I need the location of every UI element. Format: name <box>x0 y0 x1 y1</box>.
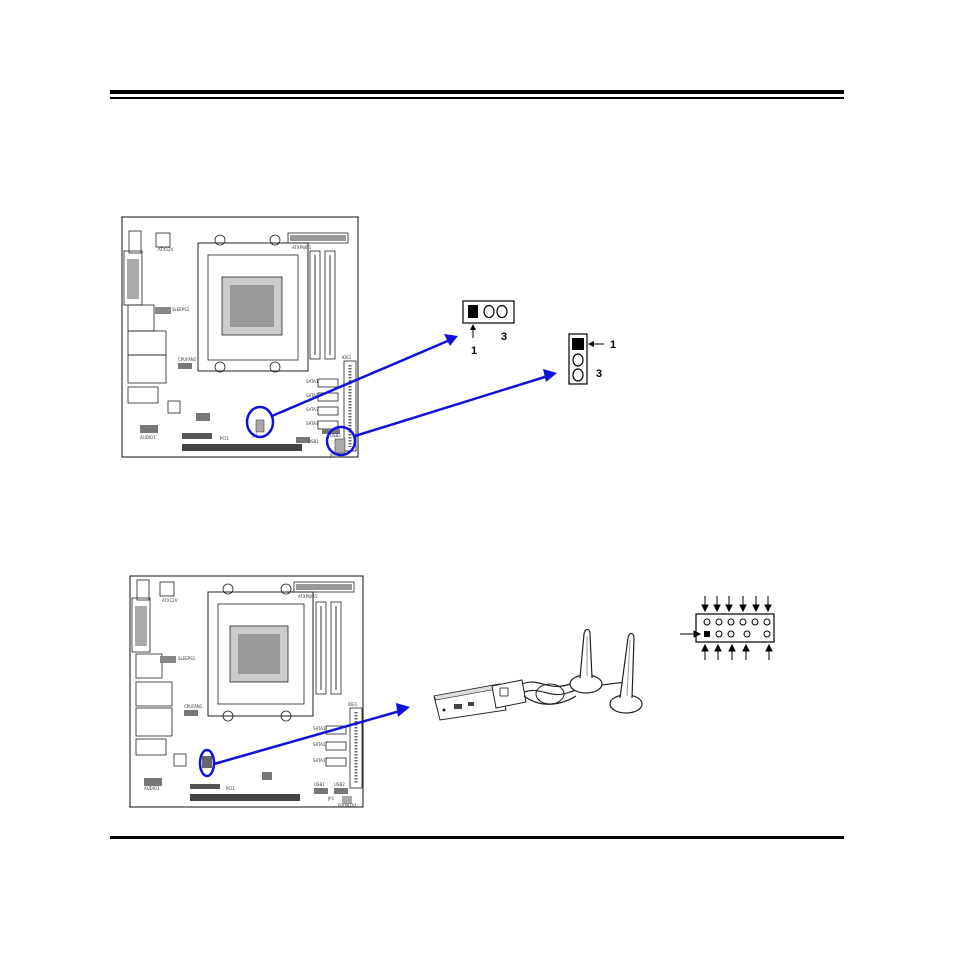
header-rule-thin <box>110 97 844 99</box>
jumper-v-pin3-label: 3 <box>596 368 603 380</box>
jumper-3pin-vertical-icon <box>568 333 604 385</box>
header-2x6-pinout-icon <box>680 596 775 660</box>
footer-rule <box>110 836 844 839</box>
svg-text:AUDIO1: AUDIO1 <box>144 786 160 791</box>
jumper-3pin-horizontal-icon <box>462 300 515 338</box>
svg-text:SATA2: SATA2 <box>306 393 319 398</box>
svg-text:SATA4: SATA4 <box>306 421 319 426</box>
svg-text:USB2: USB2 <box>334 782 345 787</box>
jumper-h-pin3-label: 3 <box>501 331 508 343</box>
svg-text:JP1: JP1 <box>327 796 335 801</box>
svg-text:SATA1: SATA1 <box>306 379 319 384</box>
arrowhead-jp2 <box>543 369 557 382</box>
svg-text:ATX12V: ATX12V <box>158 247 174 252</box>
svg-text:SATA1: SATA1 <box>313 726 326 731</box>
motherboard-diagram-top: ATXPWR1 ATX12V SLEEPS1 CPUFAN1 SATA1 SAT… <box>121 216 359 458</box>
svg-text:PCI1: PCI1 <box>220 436 229 441</box>
svg-text:SLEEPS1: SLEEPS1 <box>178 656 196 661</box>
svg-text:PCI1: PCI1 <box>226 786 235 791</box>
svg-text:SATA3: SATA3 <box>313 758 326 763</box>
arrowhead-wifi <box>396 703 410 717</box>
callout-circle-jp1 <box>245 405 275 439</box>
svg-text:USB2: USB2 <box>330 433 341 438</box>
jumper-h-pin1-label: 1 <box>471 345 478 357</box>
motherboard-diagram-bottom: ATXPWR1 ATX12V SLEEPS1 CPUFAN1 SATA1 SAT… <box>129 575 364 808</box>
svg-text:SATA3: SATA3 <box>306 407 319 412</box>
svg-text:ATXPWR1: ATXPWR1 <box>298 594 318 599</box>
svg-text:SLEEPS1: SLEEPS1 <box>172 307 190 312</box>
callout-circle-jp2 <box>325 425 357 457</box>
svg-text:USB1: USB1 <box>314 782 325 787</box>
arrowhead-jp1 <box>444 334 458 346</box>
svg-text:IDE1: IDE1 <box>348 702 358 707</box>
svg-text:SATA2: SATA2 <box>313 742 326 747</box>
svg-text:CPUFAN1: CPUFAN1 <box>184 704 203 709</box>
svg-text:USB1: USB1 <box>308 439 319 444</box>
callout-circle-wifi-header <box>198 748 216 778</box>
svg-text:CPUFAN1: CPUFAN1 <box>178 357 197 362</box>
wireless-module-with-antennas-icon <box>433 628 643 721</box>
svg-text:JP2: JP2 <box>329 453 337 458</box>
svg-text:FRONTA1: FRONTA1 <box>338 803 357 808</box>
jumper-v-pin1-label: 1 <box>610 339 617 351</box>
svg-text:ATXPWR1: ATXPWR1 <box>292 245 312 250</box>
svg-text:ATX12V: ATX12V <box>162 598 178 603</box>
svg-text:AUDIO1: AUDIO1 <box>140 435 156 440</box>
header-rule-thick <box>110 90 844 94</box>
svg-text:IDE1: IDE1 <box>342 355 352 360</box>
